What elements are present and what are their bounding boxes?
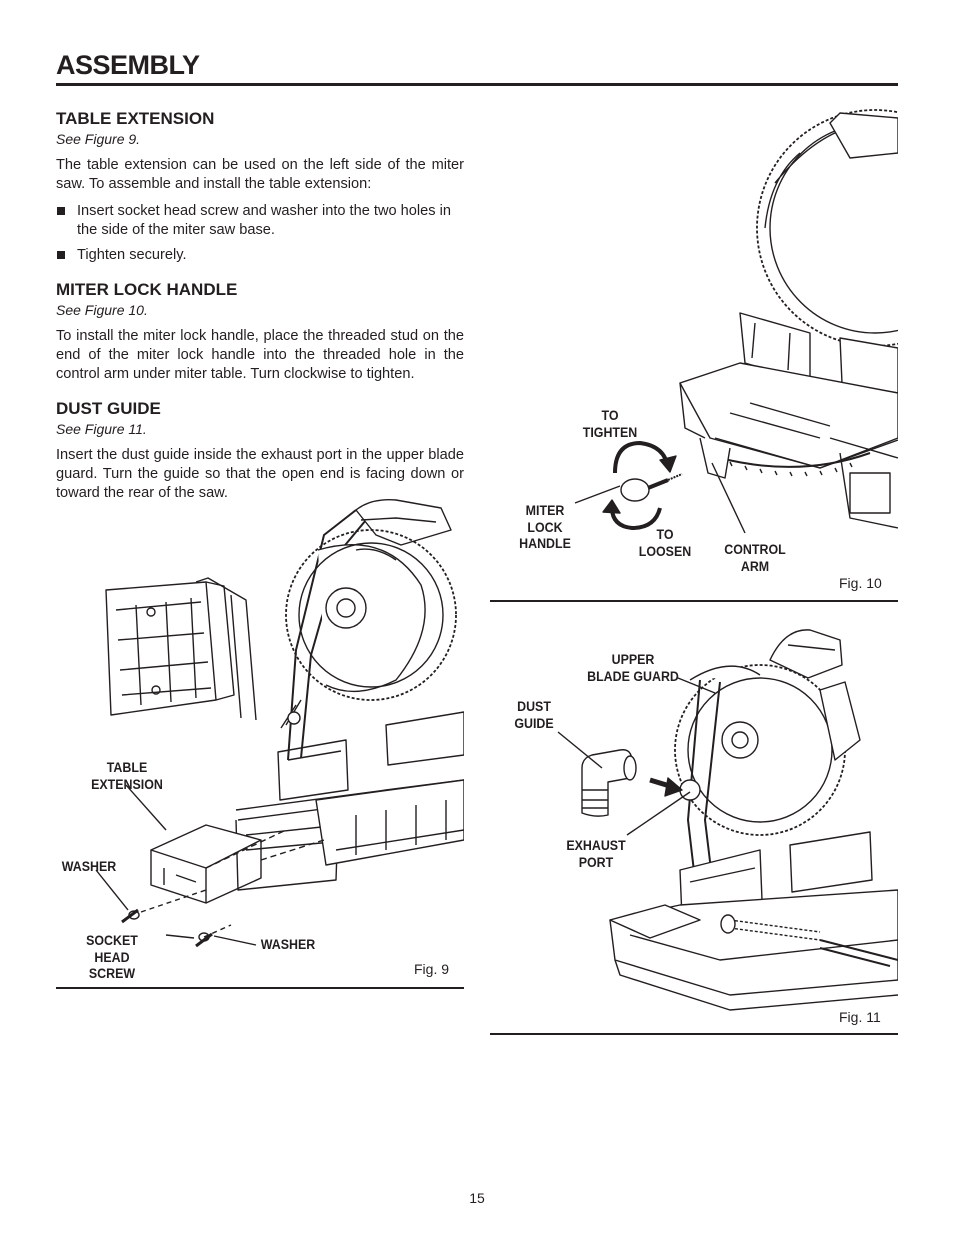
figure-10-label: Fig. 10 [839, 575, 882, 591]
figure-reference: See Figure 10. [56, 302, 148, 318]
callout-to-tighten: TO TIGHTEN [582, 408, 638, 440]
callout-socket-head-screw: SOCKET HEAD SCREW [86, 933, 138, 981]
section-heading: MITER LOCK HANDLE [56, 280, 238, 299]
figure-10-bottom-rule [490, 600, 898, 602]
bullet-item: Tighten securely. [56, 246, 464, 265]
text-column: TABLE EXTENSION See Figure 9. The table … [56, 108, 464, 517]
callout-dust-guide: DUST GUIDE [514, 699, 554, 731]
callout-upper-blade-guard: UPPER BLADE GUARD [587, 652, 679, 684]
bullet-item: Insert socket head screw and washer into… [56, 202, 464, 240]
section-dust-guide: DUST GUIDE See Figure 11. Insert the dus… [56, 398, 464, 503]
page-title: ASSEMBLY [56, 50, 200, 80]
section-paragraph: To install the miter lock handle, place … [56, 328, 464, 382]
figure-reference: See Figure 11. [56, 421, 147, 437]
callout-exhaust-port: EXHAUST PORT [566, 838, 626, 870]
page-number: 15 [469, 1190, 485, 1206]
figure-11: UPPER BLADE GUARD DUST GUIDE EXHAUST POR… [490, 620, 898, 1035]
figure-9: TABLE EXTENSION WASHER SOCKET HEAD SCREW… [56, 490, 464, 990]
title-rule [56, 83, 898, 86]
figure-reference: See Figure 9. [56, 131, 141, 147]
callout-washer: WASHER [260, 937, 316, 952]
callout-miter-lock-handle: MITER LOCK HANDLE [519, 503, 571, 551]
figure-10-illustration [574, 109, 898, 534]
figure-9-label: Fig. 9 [414, 961, 450, 977]
figure-10: TO TIGHTEN MITER LOCK HANDLE TO LOOSEN C… [490, 108, 898, 603]
callout-control-arm: CONTROL ARM [724, 542, 786, 574]
section-paragraph: The table extension can be used on the l… [56, 157, 464, 192]
figure-11-label: Fig. 11 [839, 1009, 881, 1025]
callout-table-extension: TABLE EXTENSION [91, 760, 163, 792]
figure-9-bottom-rule [56, 987, 464, 989]
figure-11-bottom-rule [490, 1033, 898, 1035]
figure-11-illustration [557, 629, 898, 1011]
figure-9-illustration [95, 499, 464, 948]
section-heading: TABLE EXTENSION [56, 109, 215, 128]
section-heading: DUST GUIDE [56, 399, 161, 418]
callout-washer: WASHER [61, 859, 117, 874]
section-miter-lock-handle: MITER LOCK HANDLE See Figure 10. To inst… [56, 279, 464, 384]
section-table-extension: TABLE EXTENSION See Figure 9. The table … [56, 108, 464, 265]
bullet-list: Insert socket head screw and washer into… [56, 202, 464, 265]
section-paragraph: Insert the dust guide inside the exhaust… [56, 447, 464, 501]
callout-to-loosen: TO LOOSEN [638, 527, 692, 559]
